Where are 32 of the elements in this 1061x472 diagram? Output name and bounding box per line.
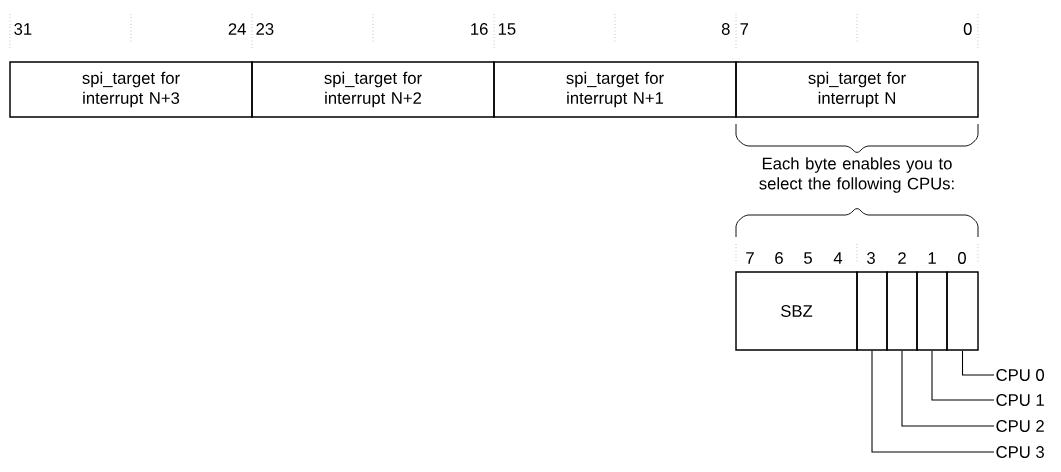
leader-line bbox=[871, 350, 995, 453]
bit-field bbox=[946, 271, 979, 351]
cpu-label: CPU 2 bbox=[996, 420, 1044, 432]
bit-field bbox=[886, 271, 918, 351]
register-field: spi_target for interrupt N+1 bbox=[493, 61, 737, 118]
bit-number: 7 bbox=[740, 23, 749, 35]
bit-number: 3 bbox=[867, 252, 875, 264]
cpu-label: CPU 0 bbox=[996, 369, 1044, 381]
cpu-label: CPU 3 bbox=[996, 446, 1044, 458]
register-field: spi_target for interrupt N+3 bbox=[9, 61, 253, 118]
leader-line bbox=[961, 350, 995, 376]
bit-number: 16 bbox=[471, 23, 488, 35]
bit-number: 31 bbox=[14, 23, 32, 35]
bit-number: 4 bbox=[833, 252, 843, 264]
bit-field bbox=[856, 271, 888, 351]
bit-number: 5 bbox=[804, 252, 812, 264]
cpu-label: CPU 1 bbox=[996, 394, 1044, 406]
bit-number: 0 bbox=[963, 23, 972, 35]
bit-number: 1 bbox=[928, 252, 936, 264]
bit-field bbox=[916, 271, 948, 351]
description-text: Each byte enables you to select the following CPUs: bbox=[759, 157, 954, 193]
bit-number: 0 bbox=[958, 252, 966, 264]
leader-line bbox=[931, 350, 995, 401]
bit-number: 15 bbox=[498, 23, 516, 35]
leader-line bbox=[901, 350, 995, 427]
bit-number: 8 bbox=[721, 23, 730, 35]
register-field: spi_target for interrupt N+2 bbox=[251, 61, 495, 118]
bit-number: 24 bbox=[228, 23, 246, 35]
bit-number: 2 bbox=[898, 252, 906, 264]
register-field: SBZ bbox=[735, 271, 858, 351]
bit-number: 23 bbox=[256, 23, 274, 35]
register-field: spi_target for interrupt N bbox=[735, 61, 979, 118]
